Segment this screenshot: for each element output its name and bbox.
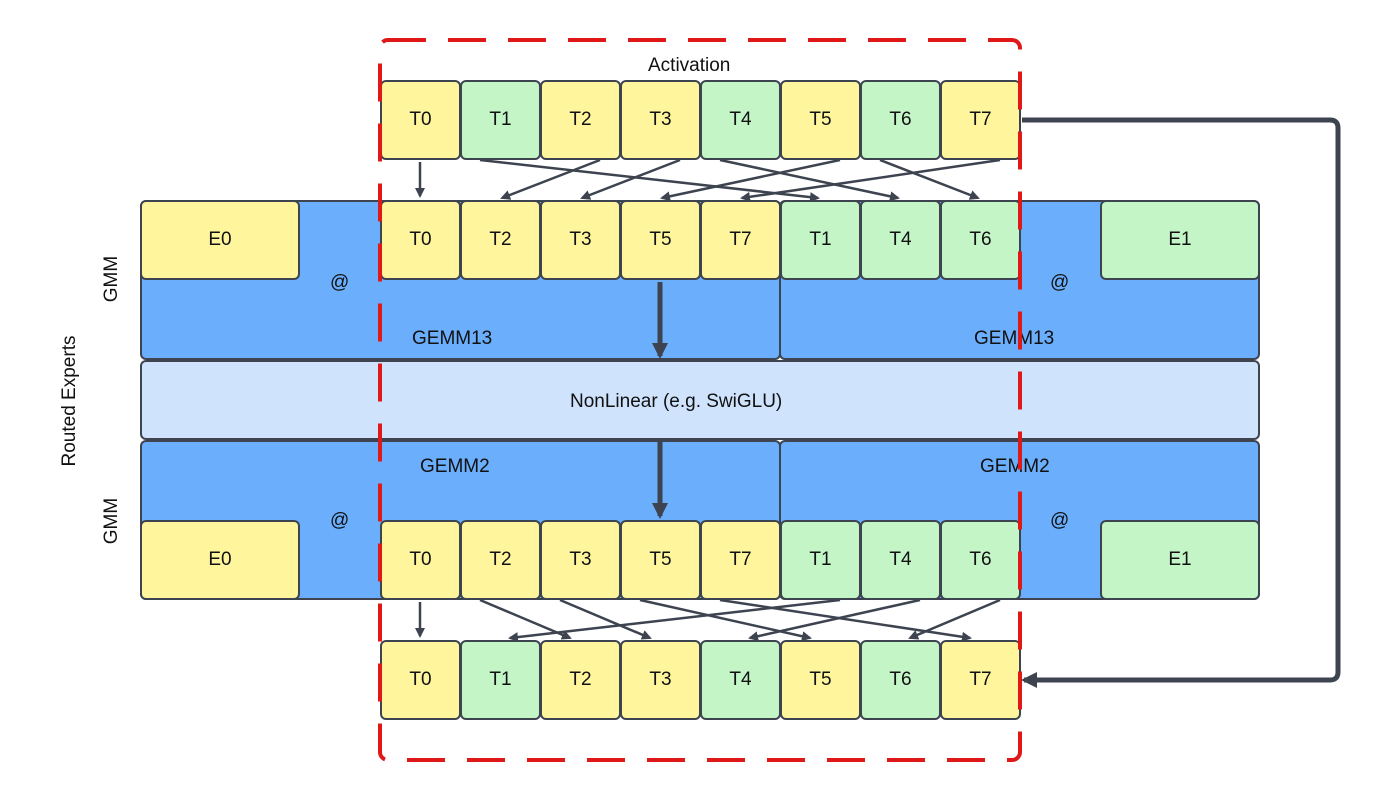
token-cell-t5: T5	[780, 80, 861, 160]
expert-label: E1	[1168, 229, 1192, 250]
token-label: T6	[889, 669, 912, 690]
gather-arrow	[508, 598, 841, 643]
token-cell-t6: T6	[860, 80, 941, 160]
token-cell-t1: T1	[780, 200, 861, 280]
matmul-operator: @	[1050, 510, 1070, 531]
token-label: T6	[889, 109, 912, 130]
expert-label: E0	[208, 549, 232, 570]
token-label: T2	[489, 549, 512, 570]
gather-arrow	[748, 598, 921, 642]
gather-arrow	[719, 598, 972, 642]
token-label: T5	[809, 669, 832, 690]
token-label: T1	[489, 109, 512, 130]
token-label: T0	[409, 229, 432, 250]
token-cell-t0: T0	[380, 520, 461, 600]
token-cell-t2: T2	[460, 520, 541, 600]
scatter-arrow	[580, 158, 681, 200]
matmul-operator: @	[330, 272, 350, 293]
token-cell-t7: T7	[940, 640, 1021, 720]
scatter-arrow	[479, 158, 820, 203]
token-label: T7	[969, 109, 992, 130]
scatter-arrow	[660, 158, 841, 202]
token-label: T6	[969, 549, 992, 570]
token-cell-t3: T3	[620, 80, 701, 160]
token-label: T0	[409, 669, 432, 690]
gemm2-label-right: GEMM2	[980, 456, 1050, 477]
token-cell-t6: T6	[940, 200, 1021, 280]
token-label: T6	[969, 229, 992, 250]
token-label: T2	[569, 109, 592, 130]
token-label: T7	[729, 229, 752, 250]
token-label: T2	[569, 669, 592, 690]
nonlinear-label: NonLinear (e.g. SwiGLU)	[570, 391, 783, 412]
token-label: T7	[729, 549, 752, 570]
token-label: T3	[569, 229, 592, 250]
token-cell-t6: T6	[940, 520, 1021, 600]
token-cell-t3: T3	[540, 200, 621, 280]
token-cell-t0: T0	[380, 200, 461, 280]
gemm2-label-left: GEMM2	[420, 456, 490, 477]
gemm13-label-left: GEMM13	[412, 328, 493, 349]
expert-e0-gemm13: E0	[140, 200, 300, 280]
token-label: T5	[649, 229, 672, 250]
nonlinear-block	[140, 360, 1260, 440]
expert-e0-gemm2: E0	[140, 520, 300, 600]
activation-title: Activation	[648, 55, 731, 76]
expert-e1-gemm2: E1	[1100, 520, 1260, 600]
scatter-arrow	[719, 158, 900, 202]
token-label: T4	[729, 109, 752, 130]
token-label: T4	[729, 669, 752, 690]
token-cell-t2: T2	[460, 200, 541, 280]
token-label: T1	[809, 549, 832, 570]
scatter-arrow	[740, 158, 1001, 202]
token-cell-t7: T7	[940, 80, 1021, 160]
gather-arrow	[559, 598, 652, 640]
matmul-operator: @	[1050, 272, 1070, 293]
token-cell-t3: T3	[540, 520, 621, 600]
token-label: T0	[409, 549, 432, 570]
token-label: T3	[649, 109, 672, 130]
token-cell-t5: T5	[780, 640, 861, 720]
token-label: T4	[889, 549, 912, 570]
token-cell-t4: T4	[860, 200, 941, 280]
token-label: T4	[889, 229, 912, 250]
matmul-operator: @	[330, 510, 350, 531]
token-label: T7	[969, 669, 992, 690]
token-label: T0	[409, 109, 432, 130]
token-label: T1	[489, 669, 512, 690]
scatter-arrow	[500, 158, 601, 200]
token-cell-t0: T0	[380, 640, 461, 720]
gemm13-label-right: GEMM13	[974, 328, 1055, 349]
expert-e1-gemm13: E1	[1100, 200, 1260, 280]
token-label: T5	[809, 109, 832, 130]
token-cell-t1: T1	[460, 80, 541, 160]
token-cell-t2: T2	[540, 640, 621, 720]
residual-path-arrow	[1021, 117, 1341, 688]
expert-label: E1	[1168, 549, 1192, 570]
token-cell-t1: T1	[460, 640, 541, 720]
token-label: T2	[489, 229, 512, 250]
token-label: T3	[649, 669, 672, 690]
token-cell-t1: T1	[780, 520, 861, 600]
per-device-boundary	[378, 38, 1022, 762]
token-cell-t3: T3	[620, 640, 701, 720]
token-label: T3	[569, 549, 592, 570]
token-cell-t0: T0	[380, 80, 461, 160]
token-cell-t4: T4	[700, 640, 781, 720]
gather-arrow	[908, 598, 1001, 640]
token-label: T5	[649, 549, 672, 570]
token-cell-t4: T4	[860, 520, 941, 600]
scatter-arrow	[879, 158, 980, 200]
token-cell-t5: T5	[620, 520, 701, 600]
token-label: T1	[809, 229, 832, 250]
expert-label: E0	[208, 229, 232, 250]
